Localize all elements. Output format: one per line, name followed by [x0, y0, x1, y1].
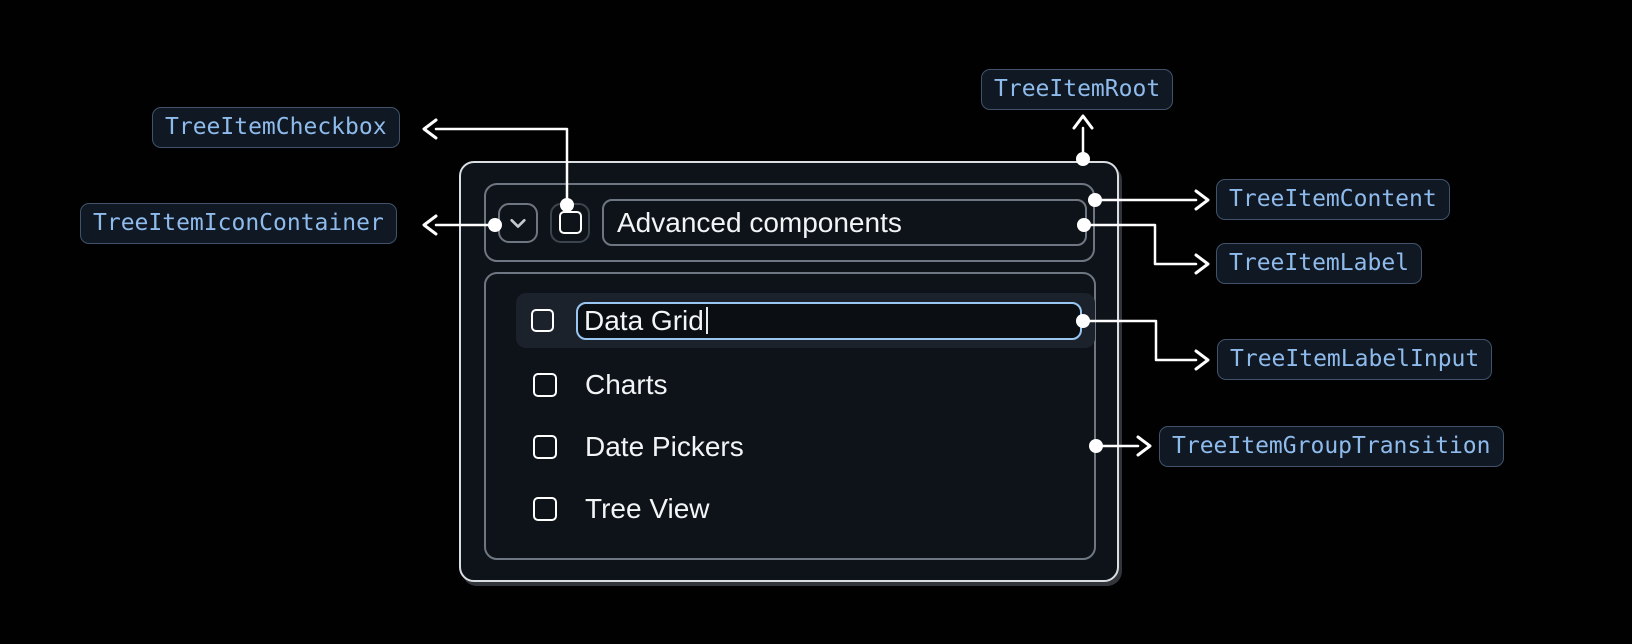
checkbox-blank-outline-icon [558, 211, 582, 234]
annotation-tree-item-label: TreeItemLabel [1216, 243, 1423, 284]
annotation-tree-item-icon-container: TreeItemIconContainer [80, 203, 397, 244]
chevron-down-icon [510, 218, 526, 228]
tree-item-checkbox[interactable] [550, 202, 590, 243]
row-checkbox[interactable] [533, 435, 557, 459]
tree-item-content[interactable]: Advanced components [484, 183, 1095, 262]
row-checkbox[interactable] [533, 497, 557, 521]
parent-label-text: Advanced components [617, 206, 902, 238]
annotation-tree-item-label-input: TreeItemLabelInput [1217, 339, 1493, 380]
annotation-tree-item-group-transition: TreeItemGroupTransition [1159, 426, 1504, 467]
annotation-tree-item-root: TreeItemRoot [981, 69, 1174, 110]
tree-item-label-input[interactable]: Data Grid [576, 301, 1082, 340]
tree-item-group-transition: Data Grid Charts Date Pickers Tree View [484, 272, 1096, 560]
row-label-text: Tree View [585, 493, 710, 524]
tree-item-label[interactable]: Advanced components [602, 199, 1087, 246]
row-checkbox[interactable] [533, 373, 557, 397]
annotation-tree-item-checkbox: TreeItemCheckbox [152, 107, 400, 148]
tree-row[interactable]: Date Pickers [533, 420, 1073, 474]
annotation-tree-item-content: TreeItemContent [1216, 179, 1450, 220]
row-label-text: Charts [585, 369, 668, 400]
row-label-text: Date Pickers [585, 431, 744, 462]
tree-row[interactable]: Charts [533, 358, 1073, 412]
expand-collapse-button[interactable] [498, 202, 538, 243]
tree-item-root: Advanced components Data Grid Charts Dat… [459, 161, 1119, 582]
text-caret [705, 307, 708, 334]
tree-row[interactable]: Tree View [533, 482, 1073, 536]
row-checkbox[interactable] [531, 309, 554, 332]
tree-row-editing[interactable]: Data Grid [516, 293, 1095, 348]
label-input-value: Data Grid [584, 304, 704, 336]
